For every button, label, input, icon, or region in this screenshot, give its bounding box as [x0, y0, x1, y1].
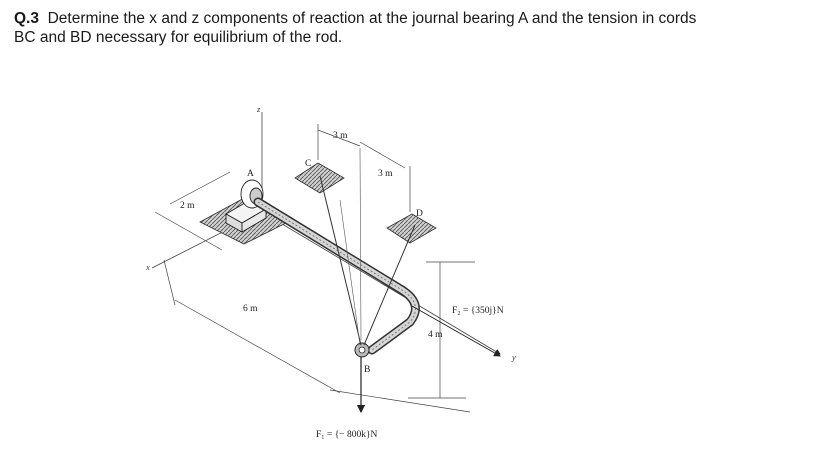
question-line-2: BC and BD necessary for equilibrium of t… — [14, 29, 343, 46]
z-axis-label: z — [256, 104, 261, 114]
question-line-1: Determine the x and z components of reac… — [47, 10, 697, 27]
dim-4m: 4 m — [428, 330, 443, 340]
force-f2-arrow — [411, 305, 501, 357]
question-number: Q.3 — [14, 10, 39, 27]
dim-3m-right: 3 m — [378, 169, 393, 179]
plate-d — [386, 213, 437, 244]
ring-b — [354, 342, 370, 358]
cord-bc — [319, 175, 362, 346]
support-plates — [199, 162, 437, 245]
dim-6m: 6 m — [243, 304, 258, 314]
point-d-label: D — [416, 209, 423, 219]
y-axis — [261, 211, 501, 355]
dimension-lines — [154, 124, 475, 413]
cord-aux-2 — [359, 147, 362, 341]
force-f1-label: F₁ = {− 800k}N — [316, 430, 378, 440]
dim-2m: 2 m — [180, 201, 195, 211]
point-a-label: A — [247, 169, 254, 179]
y-axis-label: y — [511, 352, 516, 362]
bent-rod — [253, 197, 420, 355]
cord-aux-1 — [339, 199, 361, 346]
point-c-label: C — [305, 159, 311, 169]
coordinate-axes — [151, 112, 501, 355]
dim-3m-top: 3 m — [333, 131, 348, 141]
cord-bd — [363, 224, 416, 346]
x-axis-label: x — [145, 262, 150, 272]
plate-c — [294, 162, 345, 194]
force-f2-label: F₂ = {350j}N — [452, 306, 504, 316]
question-text: Q.3 Determine the x and z components of … — [14, 9, 814, 47]
point-b-label: B — [364, 365, 370, 375]
